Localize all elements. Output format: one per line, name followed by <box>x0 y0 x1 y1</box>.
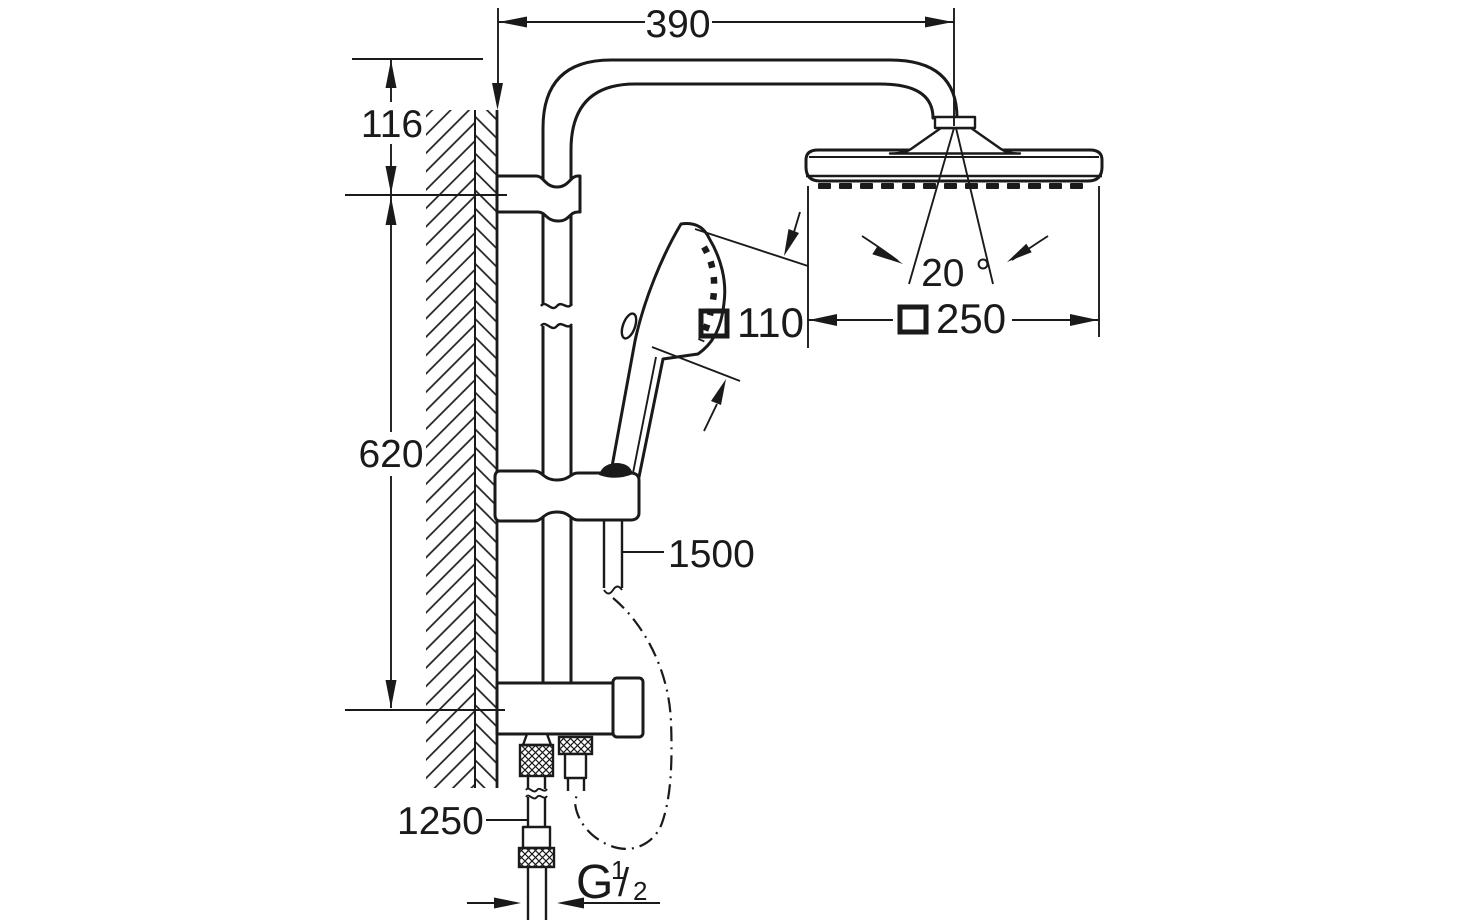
coupling-ferrule <box>521 825 552 850</box>
arrowhead-g12-left <box>494 897 521 909</box>
rail-break-upper <box>540 302 573 310</box>
arrowhead-110-bottom <box>711 379 726 405</box>
thread-numerator: 1 <box>611 855 625 885</box>
lower-knurled-coupling <box>517 846 556 869</box>
dim-110-label: 110 <box>737 299 804 346</box>
thermostat-valve <box>495 676 645 739</box>
hand-shower-inlet-cap <box>599 463 633 478</box>
dimension-250: 250 <box>807 186 1100 348</box>
thread-slash: / <box>618 861 630 905</box>
hand-shower-nozzles <box>698 245 718 343</box>
upper-shower-hose <box>573 520 673 850</box>
wall-hatch-right <box>475 110 497 788</box>
valve-end-cap <box>611 676 645 739</box>
arrowhead-620-top <box>385 197 397 225</box>
arrowhead-390-right <box>925 16 953 28</box>
arrowhead-250-left <box>809 314 837 326</box>
arrowhead-g12-right <box>557 897 584 909</box>
hand-shower <box>609 222 727 483</box>
hose-break-upper <box>525 787 548 793</box>
leader-1250: 1250 <box>397 800 528 843</box>
wall-bracket-body <box>495 174 582 223</box>
arrowhead-angle-left <box>872 245 903 264</box>
right-connector-body <box>563 752 588 780</box>
dim-620-label: 620 <box>358 433 423 476</box>
head-shower <box>804 115 1104 189</box>
dimension-thread-g12: G 1 / 2 <box>467 855 660 909</box>
right-knurled-nut <box>557 735 594 756</box>
rail-break-mask <box>539 305 574 326</box>
leader-1500: 1500 <box>623 533 755 576</box>
extension-line-110-top <box>694 228 809 267</box>
hose-connectors <box>517 732 594 920</box>
hand-shower-body <box>609 222 727 483</box>
arrowhead-angle-right <box>1007 243 1032 262</box>
wall-section <box>426 110 499 788</box>
arrowhead-116-top <box>385 60 397 88</box>
arrowhead-116-bottom <box>385 166 397 194</box>
arrowhead-110-top <box>784 229 799 256</box>
hand-shower-button <box>620 312 638 340</box>
arrowhead-250-right <box>1070 314 1098 326</box>
hose-break-lower <box>525 794 548 800</box>
rail-break-lower <box>540 322 573 330</box>
dimension-110: 110 <box>651 211 809 432</box>
head-shower-collar <box>933 115 977 130</box>
dim-116-label: 116 <box>361 103 423 146</box>
angle-line-left <box>908 127 955 285</box>
arrowhead-620-bottom <box>385 680 397 708</box>
arrowhead-390-left <box>499 16 527 28</box>
valve-body <box>495 681 617 736</box>
pipe-inner-line <box>569 82 935 685</box>
extension-line-110-bottom <box>651 346 741 382</box>
dim-250-label: 250 <box>936 295 1006 342</box>
wall-bracket <box>495 174 582 223</box>
square-symbol-110 <box>698 308 730 339</box>
hose-break-end <box>603 585 623 595</box>
thread-letter: G <box>576 856 613 909</box>
wall-hatch-left <box>426 110 475 788</box>
pipe-outer-line <box>541 58 959 685</box>
square-symbol-250 <box>897 304 929 335</box>
head-shower-mount <box>888 126 1022 155</box>
head-shower-nozzles <box>818 183 1083 189</box>
angle-line-right <box>955 127 994 285</box>
shower-rail-and-arm <box>539 58 959 685</box>
thread-denominator: 2 <box>633 876 647 906</box>
dim-390-label: 390 <box>645 3 710 46</box>
hand-shower-handle-line <box>632 356 657 474</box>
slider-body <box>493 469 641 523</box>
left-connector-collar <box>521 732 553 747</box>
hose-break-mask <box>525 789 548 797</box>
dim-1500-label: 1500 <box>668 533 755 576</box>
dimension-angle-20: 20 ° <box>861 127 1049 295</box>
dimension-390: 390 <box>492 3 955 126</box>
left-knurled-nut <box>518 743 555 778</box>
dim-angle-label: 20 ° <box>921 252 991 295</box>
arrowhead-wall-surface <box>492 83 503 110</box>
slider-holder <box>493 463 641 523</box>
dim-1250-label: 1250 <box>397 800 484 843</box>
dimension-116-620: 116 620 <box>345 58 507 711</box>
